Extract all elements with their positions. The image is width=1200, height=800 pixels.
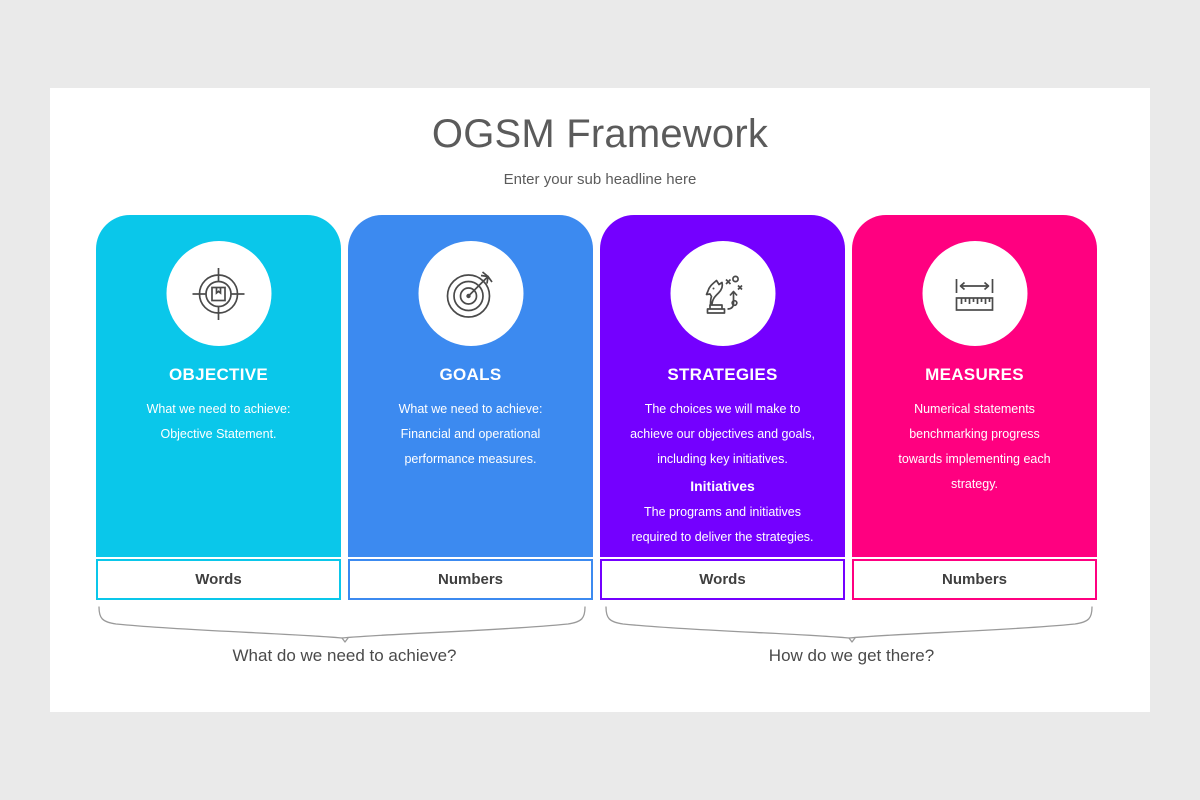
icon-badge-strategies: [670, 241, 775, 346]
card-goals-text: What we need to achieve: Financial and o…: [356, 397, 585, 472]
card-line: The programs and initiatives: [643, 505, 802, 519]
brace-label-achieve: What do we need to achieve?: [232, 646, 457, 665]
card-line: Financial and operational: [400, 427, 541, 441]
card-line: strategy.: [950, 477, 998, 491]
icon-badge-measures: [922, 241, 1027, 346]
page-title: OGSM Framework: [431, 112, 769, 156]
icon-badge-objective: [166, 241, 271, 346]
card-strategies-footer[interactable]: Words: [600, 559, 845, 600]
card-line: What we need to achieve:: [146, 402, 291, 416]
curly-brace-icon: [98, 606, 586, 643]
ruler-measure-icon: [944, 263, 1006, 325]
card-measures-title: MEASURES: [925, 365, 1024, 384]
dartboard-arrow-icon: [440, 263, 502, 325]
curly-brace-icon: [605, 606, 1093, 643]
page-subtitle: Enter your sub headline here: [503, 171, 697, 188]
framework-card-row: OBJECTIVE What we need to achieve: Objec…: [96, 215, 1100, 600]
card-goals-title: GOALS: [439, 365, 502, 384]
brace-group-get-there: How do we get there?: [603, 604, 1100, 694]
card-objective-body: OBJECTIVE What we need to achieve: Objec…: [96, 215, 341, 557]
card-line: required to deliver the strategies.: [631, 530, 814, 544]
card-goals[interactable]: GOALS What we need to achieve: Financial…: [348, 215, 593, 600]
crosshair-target-icon: [188, 263, 250, 325]
card-line: including key initiatives.: [657, 452, 788, 466]
chess-knight-icon: [692, 263, 754, 325]
card-strategies-title: STRATEGIES: [667, 365, 778, 384]
card-strategies[interactable]: STRATEGIES The choices we will make to a…: [600, 215, 845, 600]
card-strategies-body: STRATEGIES The choices we will make to a…: [600, 215, 845, 557]
card-objective-title: OBJECTIVE: [168, 365, 269, 384]
card-line: Objective Statement.: [160, 427, 277, 441]
card-line: Numerical statements: [914, 402, 1035, 416]
card-measures-footer[interactable]: Numbers: [852, 559, 1097, 600]
brace-row: What do we need to achieve? How do we ge…: [96, 604, 1100, 694]
card-objective-footer[interactable]: Words: [96, 559, 341, 600]
card-line: towards implementing each: [898, 452, 1051, 466]
icon-badge-goals: [418, 241, 523, 346]
card-strategies-text: The choices we will make to achieve our …: [608, 397, 837, 550]
card-objective[interactable]: OBJECTIVE What we need to achieve: Objec…: [96, 215, 341, 600]
card-line: What we need to achieve:: [398, 402, 543, 416]
slide-canvas: OGSM Framework Enter your sub headline h…: [50, 88, 1150, 712]
card-line: The choices we will make to: [644, 402, 801, 416]
card-line: achieve our objectives and goals,: [630, 427, 815, 441]
card-line: performance measures.: [404, 452, 537, 466]
brace-label-get-there: How do we get there?: [768, 646, 935, 665]
card-line: benchmarking progress: [909, 427, 1040, 441]
card-objective-text: What we need to achieve: Objective State…: [104, 397, 333, 447]
card-measures[interactable]: MEASURES Numerical statements benchmarki…: [852, 215, 1097, 600]
card-strategies-subheading: Initiatives: [690, 478, 755, 494]
card-measures-body: MEASURES Numerical statements benchmarki…: [852, 215, 1097, 557]
card-measures-text: Numerical statements benchmarking progre…: [860, 397, 1089, 497]
card-goals-footer[interactable]: Numbers: [348, 559, 593, 600]
brace-group-achieve: What do we need to achieve?: [96, 604, 593, 694]
card-goals-body: GOALS What we need to achieve: Financial…: [348, 215, 593, 557]
